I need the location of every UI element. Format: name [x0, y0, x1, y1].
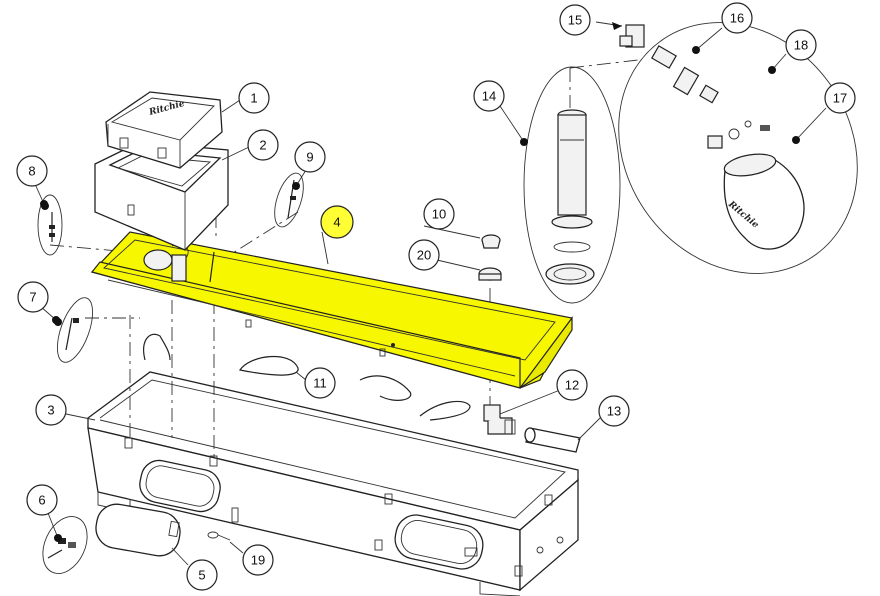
- callout-1-label: 1: [250, 91, 257, 106]
- callout-7: 7: [17, 281, 49, 313]
- callout-13: 13: [598, 395, 630, 427]
- callout-12: 12: [556, 369, 588, 401]
- fastener-set-6: [42, 516, 88, 574]
- callout-4-label: 4: [333, 215, 340, 230]
- callout-11-label: 11: [313, 376, 327, 391]
- callout-18: 18: [785, 29, 817, 61]
- callout-1: 1: [238, 82, 270, 114]
- elbow-12: [483, 404, 516, 435]
- callout-2-label: 2: [259, 138, 266, 153]
- valve-assembly-18: Ritchie: [618, 22, 858, 274]
- callout-6-label: 6: [38, 493, 45, 508]
- callout-5: 5: [186, 559, 218, 591]
- callout-14-label: 14: [482, 89, 496, 104]
- callout-15: 15: [559, 4, 591, 36]
- lid: Ritchie: [105, 91, 223, 169]
- callout-8: 8: [16, 155, 48, 187]
- callout-6: 6: [26, 484, 58, 516]
- cap-10: [481, 234, 501, 249]
- callout-3: 3: [35, 394, 67, 426]
- callout-16: 16: [721, 2, 753, 34]
- hardware-9: [274, 172, 304, 228]
- callout-19-label: 19: [251, 553, 265, 568]
- callout-7-label: 7: [29, 290, 36, 305]
- callout-14: 14: [473, 80, 505, 112]
- callout-9-label: 9: [306, 150, 313, 165]
- callout-17-label: 17: [833, 91, 847, 106]
- heater-cables: [143, 333, 471, 421]
- callout-10: 10: [423, 198, 455, 230]
- callout-17: 17: [824, 82, 856, 114]
- hose-13: [524, 427, 581, 453]
- callout-10-label: 10: [432, 207, 446, 222]
- callout-9: 9: [294, 141, 326, 173]
- callout-11: 11: [304, 367, 336, 399]
- callout-8-label: 8: [28, 164, 35, 179]
- access-cover: [95, 503, 181, 557]
- callout-5-label: 5: [198, 568, 205, 583]
- callout-20-label: 20: [417, 248, 431, 263]
- callout-3-label: 3: [47, 403, 54, 418]
- callout-16-label: 16: [730, 11, 744, 26]
- nut-20: [478, 267, 502, 281]
- base-enclosure: [87, 371, 579, 596]
- callout-13-label: 13: [607, 404, 621, 419]
- callouts: 1 2 3 4 5 6 7 8: [16, 2, 856, 591]
- pipe-assembly-14: [523, 66, 621, 304]
- trough-highlighted: [90, 231, 573, 389]
- callout-4: 4: [320, 205, 354, 239]
- callout-19: 19: [242, 544, 274, 576]
- callout-20: 20: [408, 239, 440, 271]
- callout-18-label: 18: [794, 38, 808, 53]
- callout-2: 2: [247, 129, 279, 161]
- small-hook-part: [207, 531, 231, 541]
- leader-dots: [40, 22, 800, 542]
- callout-12-label: 12: [565, 378, 579, 393]
- callout-15-label: 15: [568, 13, 582, 28]
- hardware-7: [54, 297, 94, 363]
